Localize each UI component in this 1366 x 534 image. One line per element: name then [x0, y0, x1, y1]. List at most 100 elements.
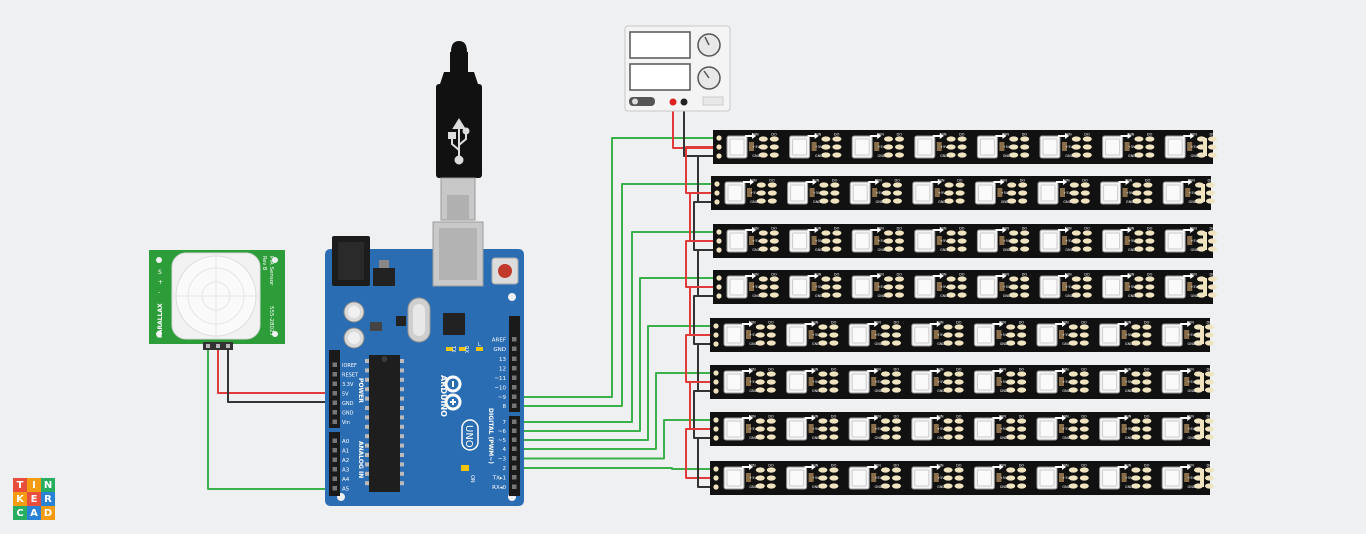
- supply-positive-terminal[interactable]: [669, 98, 677, 106]
- power-supply[interactable]: [624, 25, 731, 112]
- strip-data-wire[interactable]: [516, 277, 719, 432]
- data-arrow-icon: [1117, 464, 1129, 470]
- led-pixel[interactable]: [726, 229, 748, 253]
- led-pixel[interactable]: [786, 323, 808, 347]
- strip-power-link[interactable]: [685, 428, 716, 479]
- led-pixel[interactable]: [851, 229, 873, 253]
- led-pixel[interactable]: [914, 135, 936, 159]
- power-header[interactable]: [329, 350, 340, 428]
- strip-data-wire[interactable]: [516, 231, 719, 423]
- led-pixel[interactable]: [851, 135, 873, 159]
- led-pixel[interactable]: [848, 466, 870, 490]
- arduino-uno-board[interactable]: TX RX L ARDUINO UNO ON IOREFRESET3.3V5VG…: [325, 221, 524, 506]
- led-pixel[interactable]: [1164, 135, 1186, 159]
- led-pixel[interactable]: [1039, 135, 1061, 159]
- led-pixel[interactable]: [786, 370, 808, 394]
- led-pixel[interactable]: [1161, 466, 1183, 490]
- pir-power-wire[interactable]: [217, 350, 333, 394]
- led-pixel[interactable]: [789, 275, 811, 299]
- analog-header[interactable]: [329, 432, 340, 496]
- pir-ground-wire[interactable]: [227, 350, 333, 403]
- led-pixel[interactable]: [851, 275, 873, 299]
- led-pixel[interactable]: [973, 370, 995, 394]
- led-pixel[interactable]: [1162, 181, 1184, 205]
- strip-data-wire[interactable]: [516, 137, 719, 398]
- reset-button[interactable]: [498, 264, 512, 278]
- led-pixel[interactable]: [786, 417, 808, 441]
- led-pixel[interactable]: [1037, 181, 1059, 205]
- strip-data-wire[interactable]: [516, 325, 716, 441]
- led-pixel[interactable]: [914, 229, 936, 253]
- led-pixel[interactable]: [911, 466, 933, 490]
- led-pixel[interactable]: [973, 323, 995, 347]
- led-pixel[interactable]: [973, 466, 995, 490]
- led-pixel[interactable]: [723, 466, 745, 490]
- strip-data-wire[interactable]: [516, 467, 716, 470]
- supply-negative-terminal[interactable]: [680, 98, 688, 106]
- led-pixel[interactable]: [1039, 229, 1061, 253]
- led-pixel[interactable]: [848, 370, 870, 394]
- led-pixel[interactable]: [726, 135, 748, 159]
- led-pixel[interactable]: [723, 323, 745, 347]
- led-pixel[interactable]: [976, 229, 998, 253]
- do-label: DO: [894, 415, 900, 419]
- led-pixel[interactable]: [973, 417, 995, 441]
- led-pixel[interactable]: [1036, 417, 1058, 441]
- data-arrow-icon: [745, 133, 756, 139]
- digital-header-high[interactable]: [509, 316, 520, 412]
- led-pixel[interactable]: [1039, 275, 1061, 299]
- pir-signal-wire[interactable]: [207, 350, 333, 490]
- led-pixel[interactable]: [1036, 323, 1058, 347]
- led-pixel[interactable]: [723, 370, 745, 394]
- led-pixel[interactable]: [1099, 417, 1121, 441]
- led-pixel[interactable]: [976, 135, 998, 159]
- led-pixel[interactable]: [723, 417, 745, 441]
- led-pixel[interactable]: [786, 466, 808, 490]
- led-pixel[interactable]: [789, 135, 811, 159]
- v5-label: +5V: [749, 476, 757, 480]
- led-pixel[interactable]: [1036, 370, 1058, 394]
- led-pixel[interactable]: [789, 229, 811, 253]
- solder-pads: [1009, 276, 1030, 298]
- led-pixel[interactable]: [1164, 275, 1186, 299]
- led-pixel[interactable]: [1164, 229, 1186, 253]
- strip-ground-link[interactable]: [697, 437, 716, 488]
- led-pixel[interactable]: [849, 181, 871, 205]
- led-pixel[interactable]: [1099, 466, 1121, 490]
- usb-cable[interactable]: [436, 41, 482, 221]
- led-pixel[interactable]: [1161, 323, 1183, 347]
- led-pixel[interactable]: [911, 370, 933, 394]
- led-pixel[interactable]: [787, 181, 809, 205]
- led-pixel[interactable]: [1102, 135, 1124, 159]
- led-pixel[interactable]: [726, 275, 748, 299]
- led-pixel[interactable]: [848, 417, 870, 441]
- strip-data-wire[interactable]: [516, 183, 717, 407]
- led-pixel[interactable]: [914, 275, 936, 299]
- led-pixel[interactable]: [1161, 417, 1183, 441]
- led-pixel[interactable]: [1161, 370, 1183, 394]
- led-pixel[interactable]: [1036, 466, 1058, 490]
- pir-sensor[interactable]: PARALLAX PIR Sensor Rev B 555-28027 S + …: [149, 250, 285, 350]
- led-pixel[interactable]: [912, 181, 934, 205]
- led-pixel[interactable]: [911, 417, 933, 441]
- led-pixel[interactable]: [911, 323, 933, 347]
- led-pixel[interactable]: [1099, 323, 1121, 347]
- led-pixel[interactable]: [724, 181, 746, 205]
- v5-label: +5V: [1188, 333, 1196, 337]
- led-pixel[interactable]: [848, 323, 870, 347]
- led-pixel[interactable]: [1102, 229, 1124, 253]
- led-pixel[interactable]: [1102, 275, 1124, 299]
- led-pixel[interactable]: [1100, 181, 1122, 205]
- led-pixel[interactable]: [1099, 370, 1121, 394]
- led-pixel[interactable]: [976, 275, 998, 299]
- led-pixel[interactable]: [974, 181, 996, 205]
